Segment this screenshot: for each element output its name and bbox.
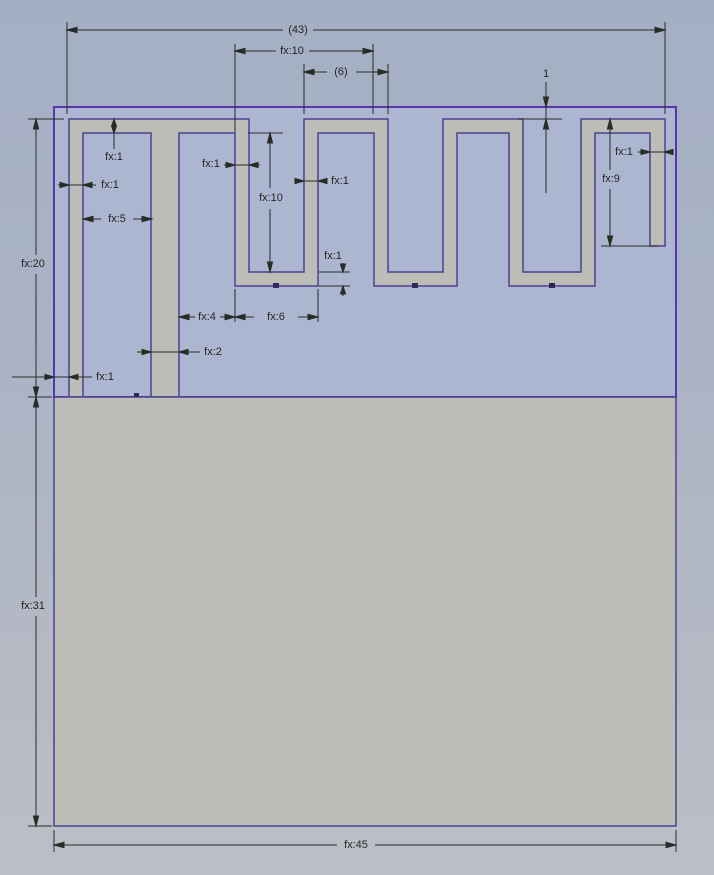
dim-label-u-band-thickness[interactable]: fx:1 <box>324 250 342 262</box>
dim-second-cell-width[interactable] <box>177 289 237 322</box>
dim-band-thickness[interactable] <box>110 117 118 149</box>
dim-label-band-thickness[interactable]: fx:1 <box>105 151 123 163</box>
dim-last-bar-length[interactable] <box>601 117 658 248</box>
dim-label-top-cell-ref[interactable]: (6) <box>334 66 348 78</box>
dim-top-cell-ref[interactable] <box>302 64 390 114</box>
dim-u-band-thickness[interactable] <box>319 263 350 296</box>
dim-label-base-height[interactable]: fx:31 <box>21 600 45 612</box>
dim-left-bar-width[interactable] <box>58 181 96 189</box>
dim-label-base-width[interactable]: fx:45 <box>344 839 368 851</box>
dim-label-wide-bar-width[interactable]: fx:2 <box>204 346 222 358</box>
dim-slot-depth[interactable] <box>248 131 283 274</box>
dim-label-last-bar-length[interactable]: fx:9 <box>602 173 620 185</box>
sketch-point-tick <box>134 393 139 397</box>
dim-last-bar-width[interactable] <box>638 148 674 156</box>
sketch-point-tick <box>549 283 555 288</box>
dim-label-left-bar-width[interactable]: fx:1 <box>101 179 119 191</box>
dim-top-gap[interactable] <box>518 82 562 193</box>
dim-top-pitch[interactable] <box>233 44 375 132</box>
dim-left-gap-width[interactable] <box>12 373 92 381</box>
dim-u-slot-outer-width[interactable] <box>233 289 320 322</box>
dim-label-second-cell-width[interactable]: fx:4 <box>198 311 216 323</box>
dim-overall-width-ref[interactable] <box>65 22 667 114</box>
dim-label-slot-depth[interactable]: fx:10 <box>259 192 283 204</box>
dim-base-height[interactable] <box>28 395 52 828</box>
dim-label-third-bar-width[interactable]: fx:1 <box>202 158 220 170</box>
base-block[interactable] <box>53 396 677 827</box>
dim-first-cell-width[interactable] <box>81 215 154 223</box>
dim-label-top-pitch[interactable]: fx:10 <box>280 45 304 57</box>
sketch-point-tick <box>273 283 279 288</box>
dim-label-top-gap[interactable]: 1 <box>542 68 550 80</box>
dim-label-fourth-bar-width[interactable]: fx:1 <box>331 175 349 187</box>
dim-label-first-cell-width[interactable]: fx:5 <box>108 213 126 225</box>
dim-label-last-bar-width[interactable]: fx:1 <box>615 146 633 158</box>
sketch-point-tick <box>412 283 418 288</box>
dim-label-overall-width-ref[interactable]: (43) <box>288 24 308 36</box>
dim-label-left-gap-width[interactable]: fx:1 <box>96 371 114 383</box>
dim-fourth-bar-width[interactable] <box>294 177 328 185</box>
dim-label-u-slot-outer-width[interactable]: fx:6 <box>267 311 285 323</box>
dim-label-meander-height[interactable]: fx:20 <box>21 258 45 270</box>
dim-wide-bar-width[interactable] <box>137 348 200 356</box>
dim-base-width[interactable] <box>52 830 678 852</box>
dim-third-bar-width[interactable] <box>224 161 260 169</box>
